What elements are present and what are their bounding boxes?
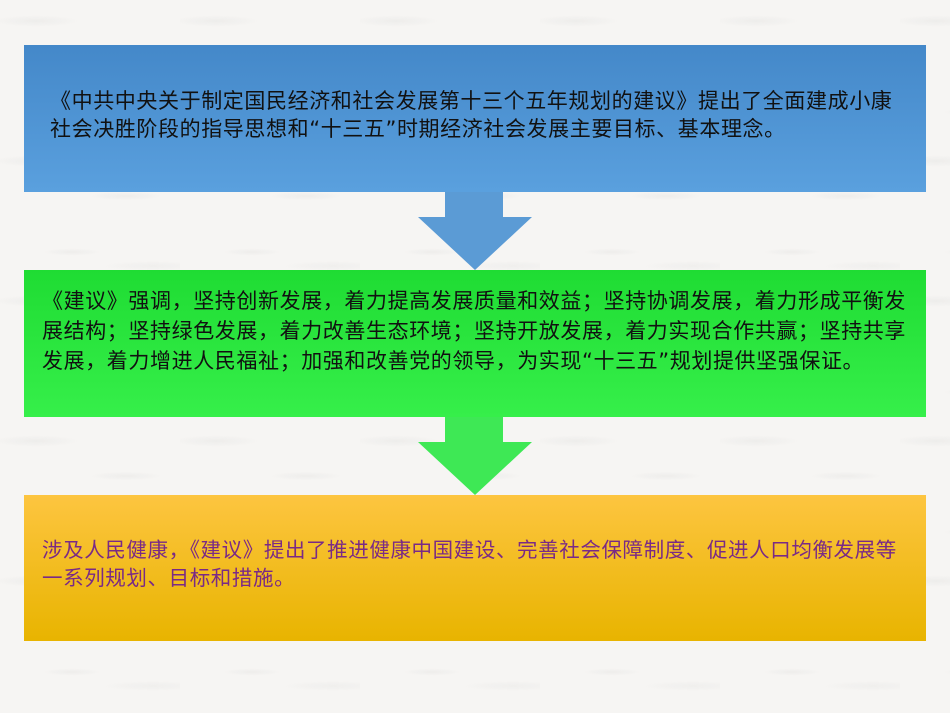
- flow-step-2-text: 《建议》强调，坚持创新发展，着力提高发展质量和效益；坚持协调发展，着力形成平衡发…: [42, 289, 906, 373]
- flow-step-3-text: 涉及人民健康，《建议》提出了推进健康中国建设、完善社会保障制度、促进人口均衡发展…: [42, 538, 897, 590]
- flow-step-2-box: 《建议》强调，坚持创新发展，着力提高发展质量和效益；坚持协调发展，着力形成平衡发…: [24, 270, 926, 417]
- down-arrow-icon: [418, 192, 532, 270]
- flow-step-3-box: 涉及人民健康，《建议》提出了推进健康中国建设、完善社会保障制度、促进人口均衡发展…: [24, 495, 926, 641]
- flow-step-1-text: 《中共中央关于制定国民经济和社会发展第十三个五年规划的建议》提出了全面建成小康社…: [50, 88, 893, 141]
- flow-step-1-box: 《中共中央关于制定国民经济和社会发展第十三个五年规划的建议》提出了全面建成小康社…: [24, 45, 926, 192]
- down-arrow-icon: [418, 417, 532, 495]
